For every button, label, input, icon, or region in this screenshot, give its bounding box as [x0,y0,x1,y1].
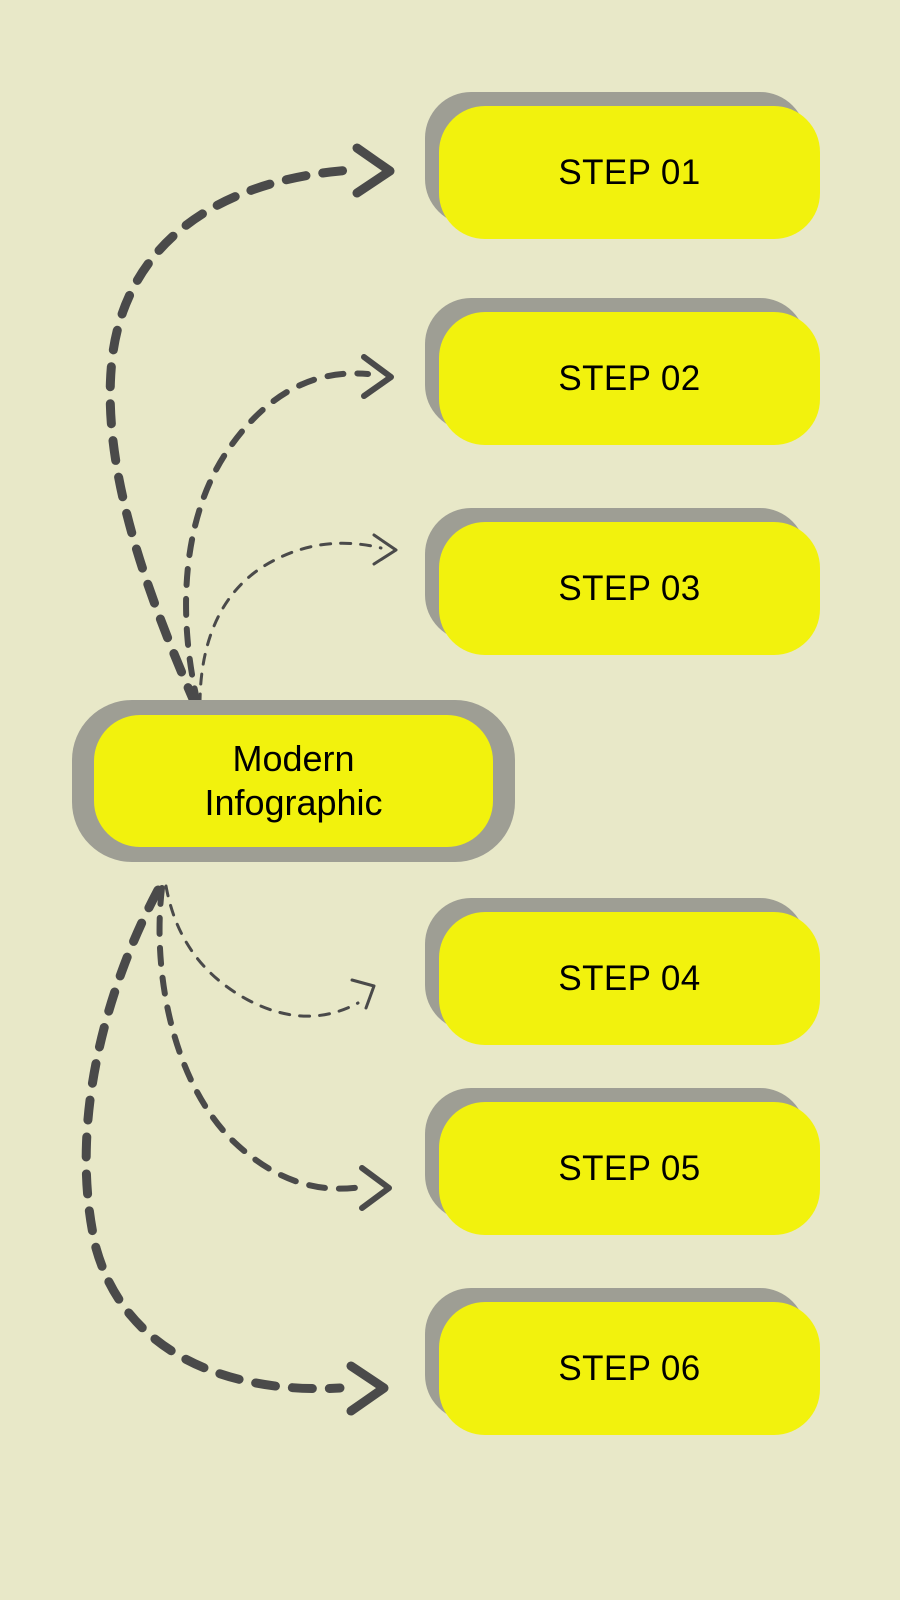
arrow-to-step-04 [164,884,376,1018]
step-box-05[interactable]: STEP 05 [425,1088,820,1235]
step-box-face: STEP 01 [439,106,820,239]
step-box-04[interactable]: STEP 04 [425,898,820,1045]
step-label: STEP 04 [558,958,701,998]
center-title-line-1: Modern [232,738,355,780]
arrow-to-step-02 [183,354,394,707]
step-box-02[interactable]: STEP 02 [425,298,820,445]
step-box-face: STEP 06 [439,1302,820,1435]
center-title-line-2: Infographic [204,782,383,823]
step-box-06[interactable]: STEP 06 [425,1288,820,1435]
step-label: STEP 02 [558,358,701,398]
step-label: STEP 06 [558,1348,701,1388]
step-box-face: STEP 02 [439,312,820,445]
arrow-to-step-06 [81,885,389,1416]
step-label: STEP 05 [558,1148,701,1188]
arrow-to-step-05 [156,885,392,1211]
center-node[interactable]: Modern Infographic [72,700,515,862]
step-box-03[interactable]: STEP 03 [425,508,820,655]
step-box-face: STEP 03 [439,522,820,655]
step-box-face: STEP 04 [439,912,820,1045]
arrow-to-step-01 [105,143,395,711]
center-node-face: Modern Infographic [94,715,493,847]
arrow-to-step-03 [198,533,398,706]
step-label: STEP 03 [558,568,701,608]
step-box-01[interactable]: STEP 01 [425,92,820,239]
step-box-face: STEP 05 [439,1102,820,1235]
step-label: STEP 01 [558,152,701,192]
